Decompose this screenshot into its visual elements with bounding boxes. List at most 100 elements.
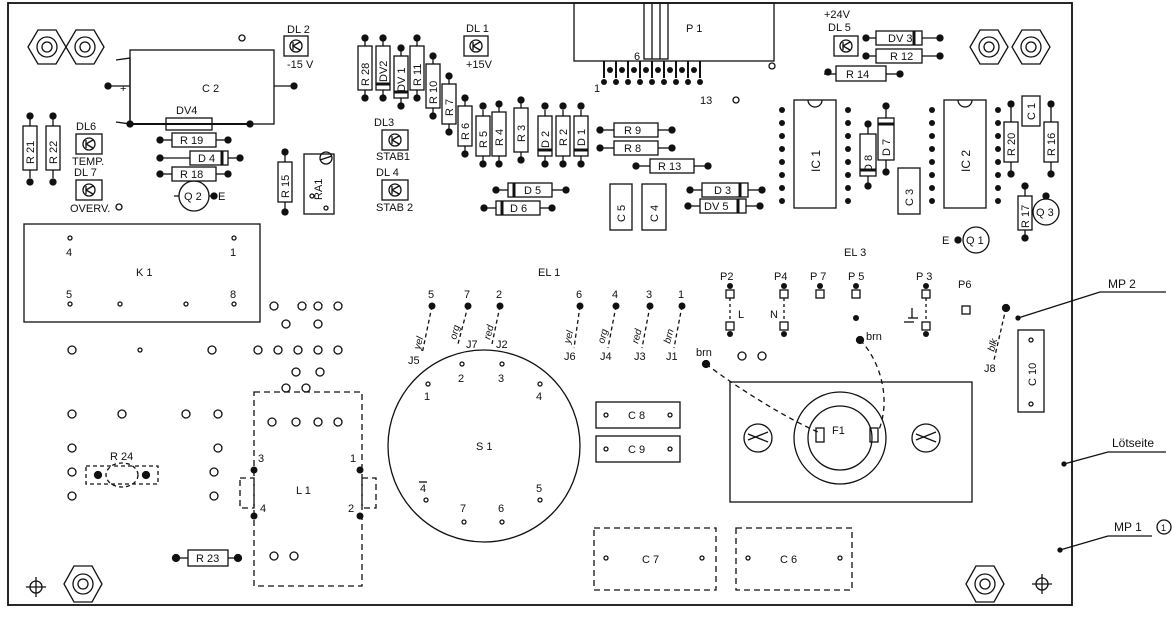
wire-leads: [421, 305, 683, 355]
dl1-label: DL 1: [466, 23, 489, 35]
diode-d2: [537, 102, 553, 168]
via-hole: [837, 555, 843, 561]
c5-label: C 5: [616, 205, 628, 222]
capacitor-c1: [1021, 95, 1041, 127]
dv4-label: DV4: [176, 105, 197, 117]
via-hole: [768, 62, 776, 70]
diode-dv4: [126, 117, 254, 131]
p1-pin6-label: 6: [634, 51, 640, 63]
c3-label: C 3: [904, 189, 916, 206]
diode-d7: [877, 102, 895, 176]
diode-d3: [686, 182, 766, 198]
fixing-hole: [1032, 574, 1052, 594]
capacitor-c4: [641, 183, 667, 231]
p2-label: P2: [720, 271, 733, 283]
dv2-label: DV2: [378, 61, 390, 82]
p6-label: P6: [958, 279, 971, 291]
c10-label: C 10: [1027, 363, 1039, 386]
resistor-r20: [1003, 100, 1019, 178]
s1-pin4-label: 4: [536, 391, 542, 403]
fixing-hole: [26, 577, 46, 597]
pad: [701, 359, 711, 369]
led-dl3: [381, 129, 409, 151]
callout-dot: [1015, 315, 1021, 321]
r16-label: R 16: [1046, 133, 1058, 156]
ic1: [779, 99, 851, 209]
resistor-r19: [156, 132, 232, 148]
dl7-label: DL 7: [74, 167, 97, 179]
via-hole: [745, 555, 751, 561]
resistor-r13: [632, 158, 712, 174]
d4-label: D 4: [198, 153, 215, 165]
resistor-r28: [357, 34, 373, 102]
resistor-r9: [596, 122, 676, 138]
s1-pin6-label: 6: [498, 503, 504, 515]
transistor-q2: [174, 180, 218, 212]
switch-s1: [387, 349, 581, 543]
q1-emitter-label: E: [942, 235, 949, 247]
dv1-label: DV 1: [396, 68, 408, 92]
d1-label: D 1: [576, 129, 588, 146]
d3-label: D 3: [714, 185, 731, 197]
stab1-label: STAB1: [376, 151, 410, 163]
diode-dv1: [393, 44, 409, 110]
inductor-l1: [239, 391, 377, 587]
j1-label: J1: [666, 351, 678, 363]
c1-label: C 1: [1026, 103, 1038, 120]
c8-label: C 8: [628, 410, 645, 422]
s1-pin3-label: 3: [498, 373, 504, 385]
r11-label: R 11: [412, 64, 424, 86]
dl6-label: DL6: [76, 121, 96, 133]
r9-label: R 9: [624, 125, 641, 137]
loetseite-label: Lötseite: [1112, 436, 1154, 450]
l1-pin3-label: 3: [258, 453, 264, 465]
k1-pin1-label: 1: [230, 247, 236, 259]
dl5-label: DL 5: [828, 22, 851, 34]
k1-label: K 1: [136, 267, 153, 279]
temp-label: TEMP.: [72, 156, 104, 168]
pad: [855, 335, 865, 345]
connector-p1: [573, 2, 775, 85]
r4-label: R 4: [494, 129, 506, 146]
q2-label: Q 2: [184, 191, 202, 203]
resistor-r10: [425, 52, 441, 120]
d6-label: D 6: [510, 203, 527, 215]
p7-label: P 7: [810, 271, 826, 283]
r24-label: R 24: [110, 451, 133, 463]
callout-line: [1059, 535, 1109, 551]
resistor-r7: [441, 72, 457, 136]
mp2-label: MP 2: [1108, 277, 1136, 291]
dl1-voltage-label: +15V: [466, 59, 493, 71]
transistor-q3: [1032, 192, 1060, 226]
r18-label: R 18: [180, 169, 203, 181]
led-dl6: [75, 133, 103, 155]
pad: [93, 470, 103, 480]
p24v-label: +24V: [824, 9, 851, 21]
mounting-nut: [1011, 29, 1051, 65]
via-hole: [137, 347, 143, 353]
el1-pin5-label: 5: [428, 289, 434, 301]
s1-pin4b-label: 4: [420, 483, 426, 495]
s1-label: S 1: [476, 441, 493, 453]
capacitor-c9: [595, 435, 681, 463]
ra1-label: RA1: [313, 179, 325, 200]
c4-label: C 4: [649, 205, 661, 222]
p4-n-label: N: [770, 309, 778, 321]
resistor-r11: [409, 34, 425, 102]
el1-pin6-label: 6: [576, 289, 582, 301]
el1-pin4-label: 4: [612, 289, 618, 301]
resistor-r12: [862, 48, 944, 64]
wire-color-org: org: [596, 328, 610, 345]
stab2-label: STAB 2: [376, 202, 413, 214]
r7-label: R 7: [444, 99, 456, 116]
dv3-label: DV 3: [888, 33, 912, 45]
r12-label: R 12: [890, 51, 913, 63]
r14-label: R 14: [846, 69, 869, 81]
capacitor-c2: [104, 49, 298, 125]
r8-label: R 8: [624, 143, 641, 155]
trimmer-ra1: [303, 151, 335, 215]
dl2-voltage-label: -15 V: [287, 59, 314, 71]
p3-label: P 3: [916, 271, 932, 283]
diode-d8: [859, 120, 877, 190]
resistor-r15: [277, 148, 293, 216]
